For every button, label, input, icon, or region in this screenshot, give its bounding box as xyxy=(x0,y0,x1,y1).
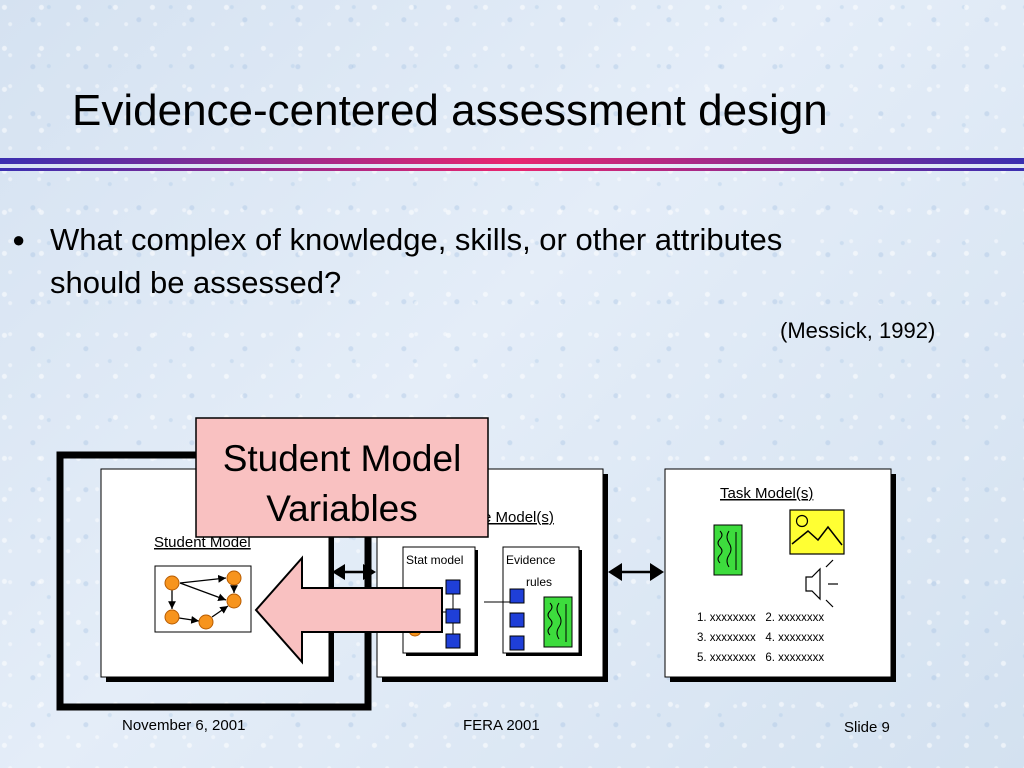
citation: (Messick, 1992) xyxy=(780,318,936,343)
slide-title: Evidence-centered assessment design xyxy=(72,86,828,135)
observable-node xyxy=(445,633,461,649)
arrow-left-icon xyxy=(254,555,443,665)
observable-node xyxy=(445,579,461,595)
callout-line-2: Variables xyxy=(266,488,418,529)
bullet-item: ● What complex of knowledge, skills, or … xyxy=(12,218,872,304)
task-document-icon xyxy=(713,524,743,576)
student-variable-node xyxy=(164,609,180,625)
title-divider xyxy=(0,158,1024,171)
callout-line-1: Student Model xyxy=(223,438,462,479)
network-edge xyxy=(211,605,229,618)
task-list-row: 3. xxxxxxxx 4. xxxxxxxx xyxy=(697,632,824,644)
network-edge xyxy=(179,582,227,601)
task-model-title: Task Model(s) xyxy=(720,485,813,502)
evidence-rules-content xyxy=(484,588,573,651)
observable-node xyxy=(509,588,525,604)
speaker-icon xyxy=(805,559,838,608)
observable-node xyxy=(445,608,461,624)
task-model-box xyxy=(664,468,892,678)
work-product-document-icon xyxy=(543,596,573,648)
evidence-rules-label-1: Evidence xyxy=(506,553,556,567)
task-list: 1. xxxxxxxx 2. xxxxxxxx 3. xxxxxxxx 4. x… xyxy=(697,612,824,664)
network-edge xyxy=(178,615,200,624)
evidence-rules-label-2: rules xyxy=(526,575,552,589)
footer-slide-number: Slide 9 xyxy=(844,719,890,736)
student-variable-node xyxy=(226,593,242,609)
evidence-model-title: e Model(s) xyxy=(483,509,554,526)
stat-model-label: Stat model xyxy=(406,553,463,567)
title-divider-thick xyxy=(0,158,1024,164)
observable-node xyxy=(509,612,525,628)
network-edge xyxy=(179,574,227,584)
double-arrow-icon xyxy=(608,563,664,581)
student-model-nodes xyxy=(164,570,242,630)
task-list-row: 5. xxxxxxxx 6. xxxxxxxx xyxy=(697,652,824,664)
double-arrow-icon xyxy=(332,564,376,580)
observable-node xyxy=(509,635,525,651)
student-model-title: Student Model xyxy=(154,534,251,551)
student-variable-node xyxy=(164,575,180,591)
footer-date: November 6, 2001 xyxy=(122,717,246,734)
task-list-row: 1. xxxxxxxx 2. xxxxxxxx xyxy=(697,612,824,624)
student-model-network xyxy=(168,574,238,624)
footer-conference: FERA 2001 xyxy=(463,717,540,734)
title-divider-thin xyxy=(0,168,1024,171)
student-variable-node xyxy=(198,614,214,630)
bullet-text: What complex of knowledge, skills, or ot… xyxy=(50,222,783,300)
bullet-dot-icon: ● xyxy=(12,227,26,252)
picture-icon xyxy=(789,509,845,555)
student-variable-node xyxy=(226,570,242,586)
student-model-variables-callout xyxy=(195,417,489,538)
